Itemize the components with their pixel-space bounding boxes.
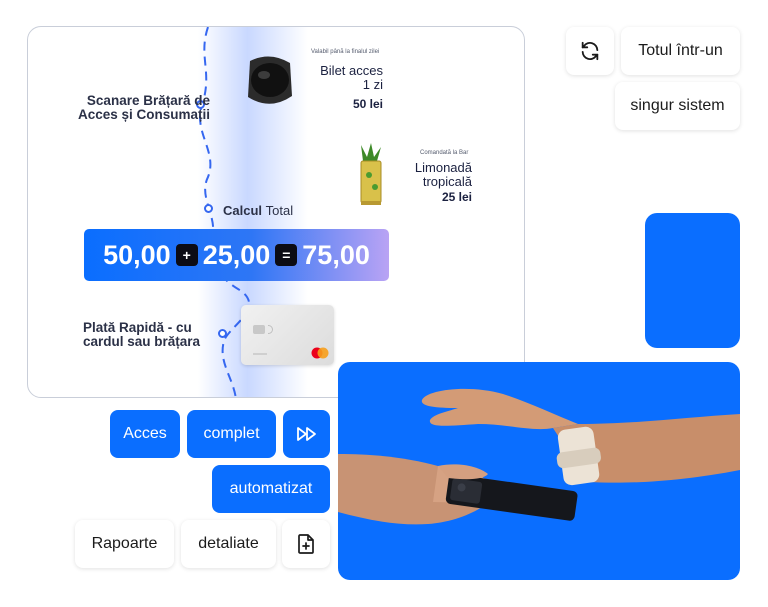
flow-node-scan [196, 100, 205, 109]
wristband-strap [556, 426, 601, 486]
pill-rapoarte[interactable]: Rapoarte [75, 520, 174, 568]
pill-complet[interactable]: complet [187, 410, 276, 458]
step-calc-label: Calcul Total [223, 204, 293, 218]
arm-left [338, 454, 498, 525]
total-result: 75,00 [302, 239, 370, 270]
pill-automatizat[interactable]: automatizat [212, 465, 330, 513]
card-strip [253, 353, 267, 355]
pill-singur-sistem[interactable]: singur sistem [615, 82, 740, 130]
thumb [438, 464, 488, 480]
flow-node-calc [204, 204, 213, 213]
pill-detaliate[interactable]: detaliate [181, 520, 276, 568]
payment-flow-card: Scanare Brățară de Acces și Consumații C… [27, 26, 525, 398]
mastercard-logo-icon [311, 347, 329, 359]
step-calc-rest: Total [265, 203, 294, 218]
ticket-price: 50 lei [352, 97, 383, 111]
drink-name-line1: Limonadă [414, 160, 472, 175]
ticket-name-line2: 1 zi [362, 77, 383, 92]
plus-sign: + [175, 244, 198, 266]
fast-forward-button[interactable] [283, 410, 330, 458]
card-chip [253, 325, 265, 334]
fast-forward-icon [296, 427, 316, 441]
drink-note: Comandată la Bar [420, 150, 469, 156]
refresh-button[interactable] [566, 27, 614, 75]
pill-acces[interactable]: Acces [110, 410, 180, 458]
flow-node-pay [218, 329, 227, 338]
total-amount-a: 50,00 [103, 239, 171, 270]
file-plus-icon [298, 534, 314, 554]
cocktail-icon [360, 143, 382, 205]
step-pay-label: Plată Rapidă - cu cardul sau brățara [83, 320, 201, 349]
wristband-icon [248, 56, 292, 104]
contactless-icon [268, 325, 273, 334]
total-amount-b: 25,00 [202, 239, 271, 270]
payment-illustration [338, 388, 740, 525]
refresh-icon [581, 41, 599, 61]
total-calculation-bar: 50,00 + 25,00 = 75,00 [84, 229, 389, 281]
hand-right [421, 388, 578, 430]
ticket-name-line1: Bilet acces [320, 63, 383, 78]
blue-accent-block [645, 213, 740, 348]
arm-right [553, 414, 740, 483]
phone [445, 474, 578, 521]
ticket-note: Valabil până la finalul zilei [311, 49, 380, 55]
equals-sign: = [275, 244, 298, 266]
drink-name-line2: tropicală [422, 174, 472, 189]
bank-card-icon [241, 305, 334, 365]
file-plus-button[interactable] [282, 520, 330, 568]
step-scan-label: Scanare Brățară de Acces și Consumații [77, 93, 210, 122]
wristband-payment-photo [338, 362, 740, 580]
drink-price: 25 lei [441, 190, 472, 204]
pill-totul-intr-un[interactable]: Totul într-un [621, 27, 740, 75]
step-calc-bold: Calcul [223, 203, 263, 218]
